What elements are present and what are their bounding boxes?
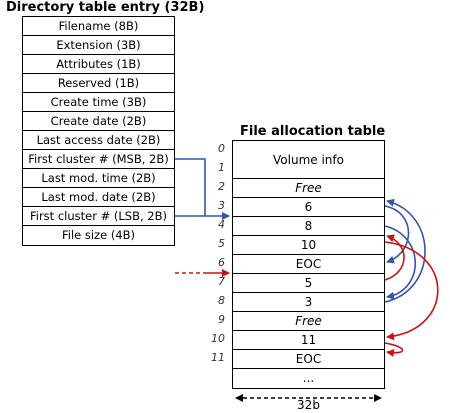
fat-row-7: 5 xyxy=(233,274,384,293)
red-chain-arrow-10-to-11 xyxy=(384,342,404,357)
dir-field-attributes: Attributes (1B) xyxy=(23,55,174,74)
dir-field-extension: Extension (3B) xyxy=(23,36,174,55)
fat-index-10: 10 xyxy=(211,332,225,345)
fat-row-2: Free xyxy=(233,179,384,198)
fat-index-9: 9 xyxy=(218,313,225,326)
fat-index-5: 5 xyxy=(218,237,225,250)
fat-row-6: EOC xyxy=(233,255,384,274)
fat-width-label: 32b xyxy=(297,398,320,412)
dir-field-first-cluster-msb: First cluster # (MSB, 2B) xyxy=(23,150,174,169)
fat-row-10: 11 xyxy=(233,331,384,350)
fat-index-1: 1 xyxy=(218,161,225,174)
dir-field-create-time: Create time (3B) xyxy=(23,93,174,112)
first-cluster-msb-link xyxy=(175,158,206,216)
dir-field-file-size: File size (4B) xyxy=(61,228,136,242)
fat-row-ellipsis: ... xyxy=(302,371,315,385)
directory-title: Directory table entry (32B) xyxy=(6,0,205,15)
fat-row-11: EOC xyxy=(233,350,384,369)
red-chain-arrow-5-to-10 xyxy=(384,241,439,341)
fat-index-3: 3 xyxy=(218,199,225,212)
dir-field-create-date: Create date (2B) xyxy=(23,112,174,131)
fat-table: Volume info Free 6 8 10 EOC 5 3 Free 11 … xyxy=(232,140,385,389)
fat-index-11: 11 xyxy=(211,351,225,364)
dir-field-filename: Filename (8B) xyxy=(23,17,174,36)
fat-index-7: 7 xyxy=(218,275,225,288)
fat-row-9: Free xyxy=(233,312,384,331)
directory-entry-table: Filename (8B) Extension (3B) Attributes … xyxy=(22,16,175,246)
blue-chain-arrow-3-to-6 xyxy=(384,205,410,264)
fat-title: File allocation table xyxy=(240,124,386,139)
fat-index-4: 4 xyxy=(218,218,225,231)
dir-field-last-access-date: Last access date (2B) xyxy=(23,131,174,150)
dir-field-first-cluster-lsb: First cluster # (LSB, 2B) xyxy=(23,207,174,226)
dir-field-reserved: Reserved (1B) xyxy=(23,74,174,93)
dir-field-last-mod-date: Last mod. date (2B) xyxy=(23,188,174,207)
fat-index-2: 2 xyxy=(218,180,225,193)
fat-index-6: 6 xyxy=(218,256,225,269)
red-chain-arrow-7-to-5 xyxy=(384,234,405,281)
fat-row-3: 6 xyxy=(233,198,384,217)
fat-row-4: 8 xyxy=(233,217,384,236)
fat-row-8: 3 xyxy=(233,293,384,312)
dir-field-last-mod-time: Last mod. time (2B) xyxy=(23,169,174,188)
fat-index-8: 8 xyxy=(218,294,225,307)
fat-index-0: 0 xyxy=(218,142,225,155)
blue-chain-arrow-8-to-3 xyxy=(384,198,426,303)
fat-row-volume-info: Volume info xyxy=(233,141,384,179)
blue-chain-arrow-4-to-8 xyxy=(384,225,417,300)
fat-row-5: 10 xyxy=(233,236,384,255)
